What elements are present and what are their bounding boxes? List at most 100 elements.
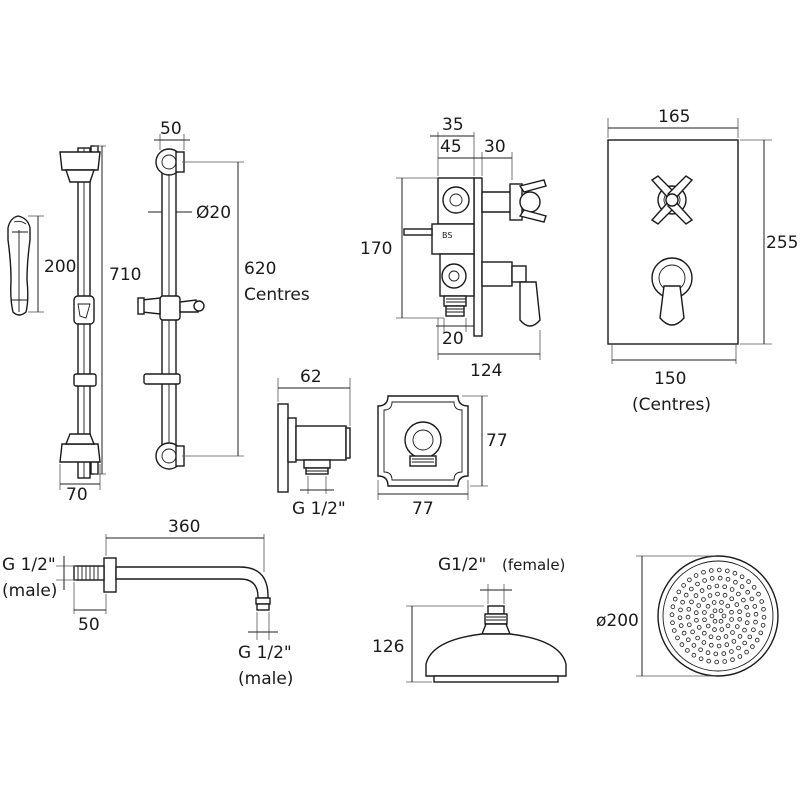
nozzle-hole [701,569,706,575]
nozzle-hole [742,627,747,633]
nozzle-hole [681,583,686,588]
nozzle-hole [677,615,683,621]
outlet-plate-height-label: 77 [486,431,508,451]
nozzle-hole [746,579,751,584]
arm-inlet-type-label: (male) [2,581,57,601]
nozzle-hole [739,584,745,589]
rail-side-drawing [137,148,205,470]
nozzle-hole [693,593,699,598]
nozzle-hole [698,647,703,653]
nozzle-hole [730,630,735,635]
nozzle-hole [729,596,734,602]
nozzle-hole [685,637,691,643]
nozzle-hole [708,642,714,648]
valve-dim-20-label: 20 [442,329,464,349]
valve-height-label: 170 [360,239,392,259]
nozzle-hole [716,635,721,641]
nozzle-hole [756,591,761,597]
nozzle-hole [744,620,750,625]
nozzle-hole [670,604,676,609]
nozzle-hole [702,578,707,583]
nozzle-hole [734,602,740,607]
nozzle-hole [742,640,747,646]
handset-drawing [7,215,44,316]
nozzle-hole [694,617,699,623]
nozzle-hole [745,612,751,618]
nozzle-hole [678,623,684,628]
face-plate-drawing [607,139,739,345]
nozzle-hole [702,617,707,623]
nozzle-hole [724,642,730,647]
arm-inlet-thread-label: G 1/2" [2,555,56,575]
nozzle-hole [685,648,690,653]
nozzle-hole [708,634,714,640]
nozzle-hole [737,616,742,622]
outlet-thread-label: G 1/2" [292,499,346,519]
nozzle-hole [709,613,715,619]
nozzle-hole [719,600,724,605]
nozzle-hole [753,619,758,625]
nozzle-hole [745,589,750,595]
nozzle-hole [751,627,756,633]
nozzle-hole [683,592,689,598]
outlet-elbow-side-drawing [277,403,351,493]
rail-bracket-width-label: 50 [160,119,182,139]
outlet-depth-label: 62 [300,367,322,387]
nozzle-hole [725,576,731,582]
nozzle-hole [706,584,712,590]
nozzle-hole [725,603,731,609]
valve-width-label: 124 [470,361,502,381]
nozzle-hole [722,659,727,664]
nozzle-hole [759,599,764,604]
nozzle-hole [718,618,724,624]
nozzle-hole [733,579,738,585]
nozzle-hole [744,649,749,655]
shower-head-side-drawing [425,605,567,683]
nozzle-hole [716,567,722,573]
nozzle-hole [679,642,685,647]
plate-centres-word-label: (Centres) [632,395,711,415]
svg-text:BS: BS [442,231,452,240]
nozzle-hole [729,649,734,654]
valve-dim-35-label: 35 [442,115,464,135]
nozzle-hole [761,606,766,612]
nozzle-hole [688,586,694,592]
nozzle-hole [750,644,755,649]
nozzle-hole [670,620,675,625]
head-thread-label: G1/2" [438,555,486,575]
nozzle-hole [714,659,719,665]
nozzle-hole [705,650,711,655]
plate-centres-value-label: 150 [654,369,686,389]
nozzle-hole [707,593,713,598]
valve-dim-45-label: 45 [440,137,462,157]
head-height-label: 126 [372,637,404,657]
head-thread-type-label: (female) [502,556,565,574]
nozzle-hole [712,618,718,624]
nozzle-hole [752,604,758,609]
nozzle-hole [691,643,697,648]
nozzle-hole [747,634,753,640]
nozzle-hole [695,581,700,587]
nozzle-hole [676,589,682,595]
plate-width-label: 165 [658,107,690,127]
nozzle-hole [709,576,715,581]
nozzle-hole [725,623,731,629]
nozzle-hole [712,627,717,632]
nozzle-hole [671,628,677,633]
nozzle-hole [737,609,742,614]
nozzle-hole [744,604,749,610]
nozzle-hole [758,630,764,636]
nozzle-hole [721,651,727,656]
shower-arm-drawing [73,557,271,611]
nozzle-hole [711,600,717,605]
nozzle-hole [678,607,683,613]
nozzle-hole [734,624,740,629]
nozzle-hole [685,614,691,620]
nozzle-hole [729,587,735,592]
nozzle-hole [705,623,711,629]
nozzle-hole [721,613,727,619]
arm-length-label: 360 [168,517,200,537]
rail-diameter-label: Ø20 [196,203,231,223]
rail-centres-word-label: Centres [244,285,310,305]
nozzle-hole [737,654,743,659]
